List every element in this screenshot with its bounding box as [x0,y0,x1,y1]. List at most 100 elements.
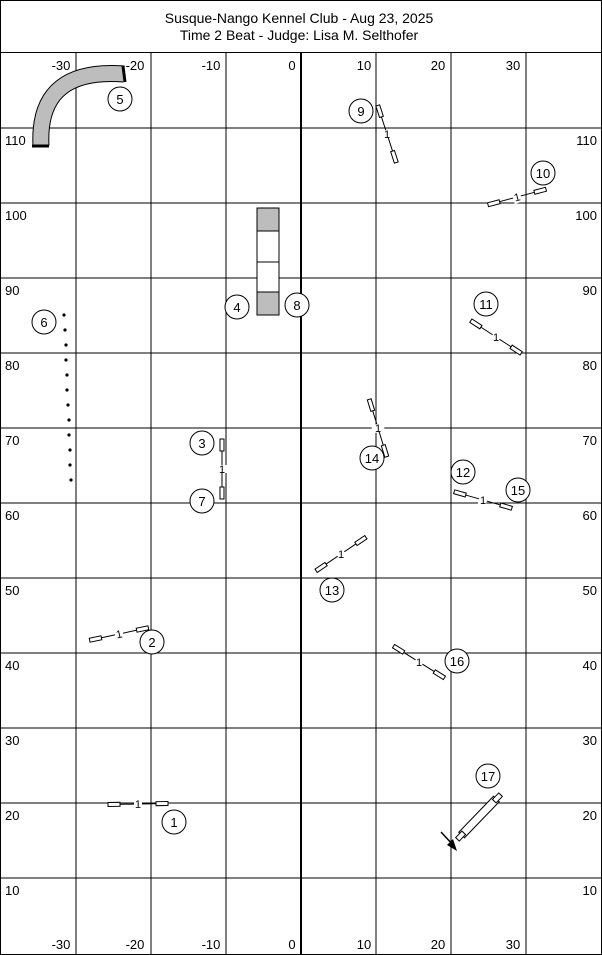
jump-height-label: 1 [513,191,522,204]
direction-arrow-icon [440,831,457,851]
tunnel-5 [32,65,127,148]
y-right-label: 20 [583,808,597,823]
obstacle-number-3: 3 [189,430,215,456]
y-left-label: 60 [5,508,19,523]
obstacle-number-13: 13 [319,577,345,603]
svg-text:17: 17 [481,769,495,784]
x-top-label: 10 [357,58,371,73]
y-right-label: 10 [583,883,597,898]
x-bottom-label: -30 [52,937,71,952]
svg-text:5: 5 [116,92,123,107]
x-axis-top: -30 -20 -10 0 10 20 30 [52,58,521,73]
y-right-label: 100 [575,208,597,223]
y-left-label: 70 [5,433,19,448]
obstacle-number-9: 9 [348,98,374,124]
y-right-label: 50 [583,583,597,598]
obstacle-number-11: 11 [473,291,499,317]
y-left-label: 80 [5,358,19,373]
obstacle-number-17: 17 [475,763,501,789]
jump-height-label: 1 [416,657,422,669]
obstacle-number-1: 1 [161,809,187,835]
obstacle-17 [454,792,504,842]
y-right-label: 90 [583,283,597,298]
y-left-label: 40 [5,658,19,673]
obstacle-number-14: 14 [359,445,385,471]
y-left-label: 50 [5,583,19,598]
svg-text:6: 6 [40,315,47,330]
obstacle-number-7: 7 [189,488,215,514]
obstacle-number-5: 5 [107,86,133,112]
jump-height-label: 1 [219,464,225,476]
jump-13: 1 [314,534,368,574]
x-axis-bottom: -30 -20 -10 0 10 20 30 [52,937,521,952]
jump-height-label: 1 [135,799,141,811]
svg-text:10: 10 [536,166,550,181]
x-top-label: -30 [52,58,71,73]
svg-text:13: 13 [325,583,339,598]
svg-text:3: 3 [198,436,205,451]
obstacle-number-15: 15 [505,477,531,503]
x-bottom-label: 30 [506,937,520,952]
obstacle-number-12: 12 [450,459,476,485]
y-axis-right: 110 100 90 80 70 60 50 40 30 20 10 [575,133,597,898]
jump-height-label: 1 [384,129,390,141]
y-left-label: 90 [5,283,19,298]
jump-11: 1 [469,318,523,356]
x-top-label: 20 [431,58,445,73]
svg-text:1: 1 [170,815,177,830]
y-right-label: 80 [583,358,597,373]
y-left-label: 20 [5,808,19,823]
svg-text:8: 8 [293,298,300,313]
weave-poles-6 [62,313,73,482]
jump-height-label: 1 [115,628,123,641]
y-left-label: 10 [5,883,19,898]
svg-text:9: 9 [357,104,364,119]
svg-text:4: 4 [233,300,240,315]
svg-text:12: 12 [456,465,470,480]
x-top-label: 0 [288,58,295,73]
y-right-label: 30 [583,733,597,748]
jump-10: 1 [486,186,548,208]
svg-text:2: 2 [148,635,155,650]
jump-1: 1 [107,797,169,811]
svg-text:14: 14 [365,451,379,466]
y-left-label: 110 [5,133,26,148]
y-right-label: 40 [583,658,597,673]
y-left-label: 30 [5,733,19,748]
y-right-label: 70 [583,433,597,448]
svg-text:15: 15 [511,483,525,498]
grid-lines [1,53,601,954]
obstacle-number-16: 16 [444,648,470,674]
course-title: Susque-Nango Kennel Club - Aug 23, 2025 [165,10,434,26]
x-top-label: 30 [506,58,520,73]
x-bottom-label: 0 [288,937,295,952]
x-bottom-label: 20 [431,937,445,952]
y-right-label: 110 [576,133,597,148]
svg-text:7: 7 [198,494,205,509]
svg-text:11: 11 [479,297,493,312]
jump-14: 1 [366,398,390,458]
x-bottom-label: -10 [202,937,221,952]
y-right-label: 60 [583,508,597,523]
svg-text:16: 16 [450,654,464,669]
table-4-8 [256,207,280,316]
obstacle-number-8: 8 [284,292,310,318]
jump-12-15: 1 [452,489,514,511]
course-subtitle: Time 2 Beat - Judge: Lisa M. Selthofer [180,27,419,43]
y-axis-left: 110 100 90 80 70 60 50 40 30 20 10 [5,133,27,898]
obstacle-number-6: 6 [31,309,57,335]
header-box [0,0,602,53]
jump-2: 1 [88,625,150,643]
jump-9: 1 [375,104,399,164]
jump-3-7: 1 [216,438,228,500]
jump-height-label: 1 [480,495,486,507]
x-bottom-label: 10 [357,937,371,952]
x-top-label: -10 [202,58,221,73]
jump-16: 1 [391,643,447,681]
obstacle-number-2: 2 [139,629,165,655]
y-left-label: 100 [5,208,27,223]
jump-height-label: 1 [375,423,381,435]
obstacle-number-4: 4 [224,294,250,320]
x-bottom-label: -20 [126,937,145,952]
